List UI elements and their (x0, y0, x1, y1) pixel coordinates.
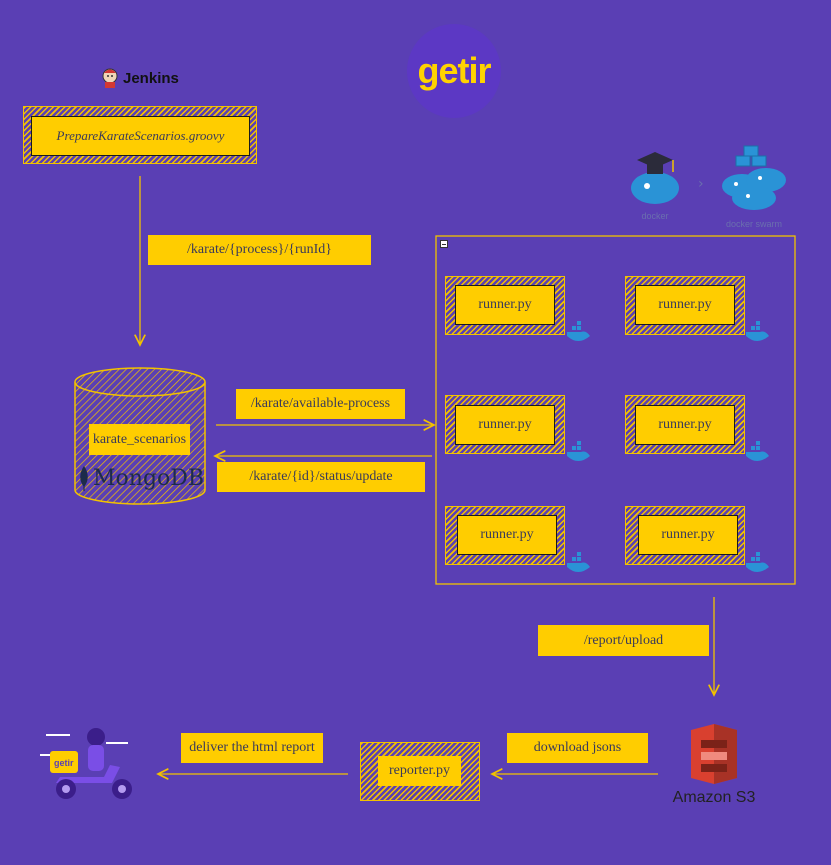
jenkins-icon (102, 68, 118, 88)
deliver-report-text: deliver the html report (189, 740, 315, 755)
s3-bucket-icon (691, 724, 737, 784)
jenkins-job-box[interactable]: PrepareKarateScenarios.groovy (31, 116, 250, 156)
runner-box[interactable]: runner.py (638, 515, 738, 555)
runner-label: runner.py (658, 417, 712, 432)
available-process-label: /karate/available-process (236, 389, 405, 419)
jenkins-brand: Jenkins (100, 67, 179, 89)
jenkins-label: Jenkins (123, 69, 179, 87)
getir-logo-text: getir (417, 50, 491, 91)
runner-label: runner.py (478, 297, 532, 312)
reporter-box[interactable]: reporter.py (378, 756, 461, 786)
courier-scooter-icon (40, 728, 132, 799)
docker-label: docker (641, 211, 669, 221)
runner-box[interactable]: runner.py (457, 515, 557, 555)
runner-box[interactable]: runner.py (635, 285, 735, 325)
getir-logo: getir (407, 24, 501, 118)
report-upload-label: /report/upload (538, 625, 709, 656)
status-update-label: /karate/{id}/status/update (217, 462, 425, 492)
reporter-text: reporter.py (388, 763, 451, 778)
docker-chevron-icon: › (698, 176, 704, 192)
amazon-s3: Amazon S3 (663, 722, 765, 807)
download-jsons-label: download jsons (507, 733, 648, 763)
runner-box[interactable]: runner.py (455, 405, 555, 445)
runner-label: runner.py (658, 297, 712, 312)
status-update-text: /karate/{id}/status/update (249, 469, 393, 484)
docker-swarm-label: docker swarm (725, 219, 782, 229)
runner-box[interactable]: runner.py (455, 285, 555, 325)
runner-label: runner.py (661, 527, 715, 542)
collection-label[interactable]: karate_scenarios (89, 424, 190, 455)
available-process-text: /karate/available-process (250, 396, 391, 411)
mongodb-wordmark: MongoDB (93, 465, 205, 491)
jenkins-job-label: PrepareKarateScenarios.groovy (56, 128, 225, 143)
collection-text: karate_scenarios (92, 431, 187, 447)
mongodb-leaf-icon (80, 466, 88, 491)
download-jsons-text: download jsons (533, 740, 622, 755)
process-endpoint-label: /karate/{process}/{runId} (148, 235, 371, 265)
mongodb-brand: MongoDB (78, 465, 204, 491)
docker-logo: docker (627, 148, 683, 221)
runner-label: runner.py (478, 417, 532, 432)
docker-swarm-icon (722, 145, 786, 210)
s3-label: Amazon S3 (672, 789, 756, 806)
deliver-report-label: deliver the html report (181, 733, 323, 763)
docker-swarm-logo: docker swarm (718, 142, 790, 229)
report-upload-text: /report/upload (583, 632, 664, 648)
runner-label: runner.py (480, 527, 534, 542)
courier-badge: getir (54, 758, 74, 768)
collapse-toggle[interactable] (440, 240, 448, 248)
swarm-container (435, 235, 796, 585)
process-endpoint-text: /karate/{process}/{runId} (186, 242, 333, 257)
courier-scooter: getir (38, 725, 138, 812)
docker-whale-icon (631, 152, 679, 204)
runner-box[interactable]: runner.py (635, 405, 735, 445)
